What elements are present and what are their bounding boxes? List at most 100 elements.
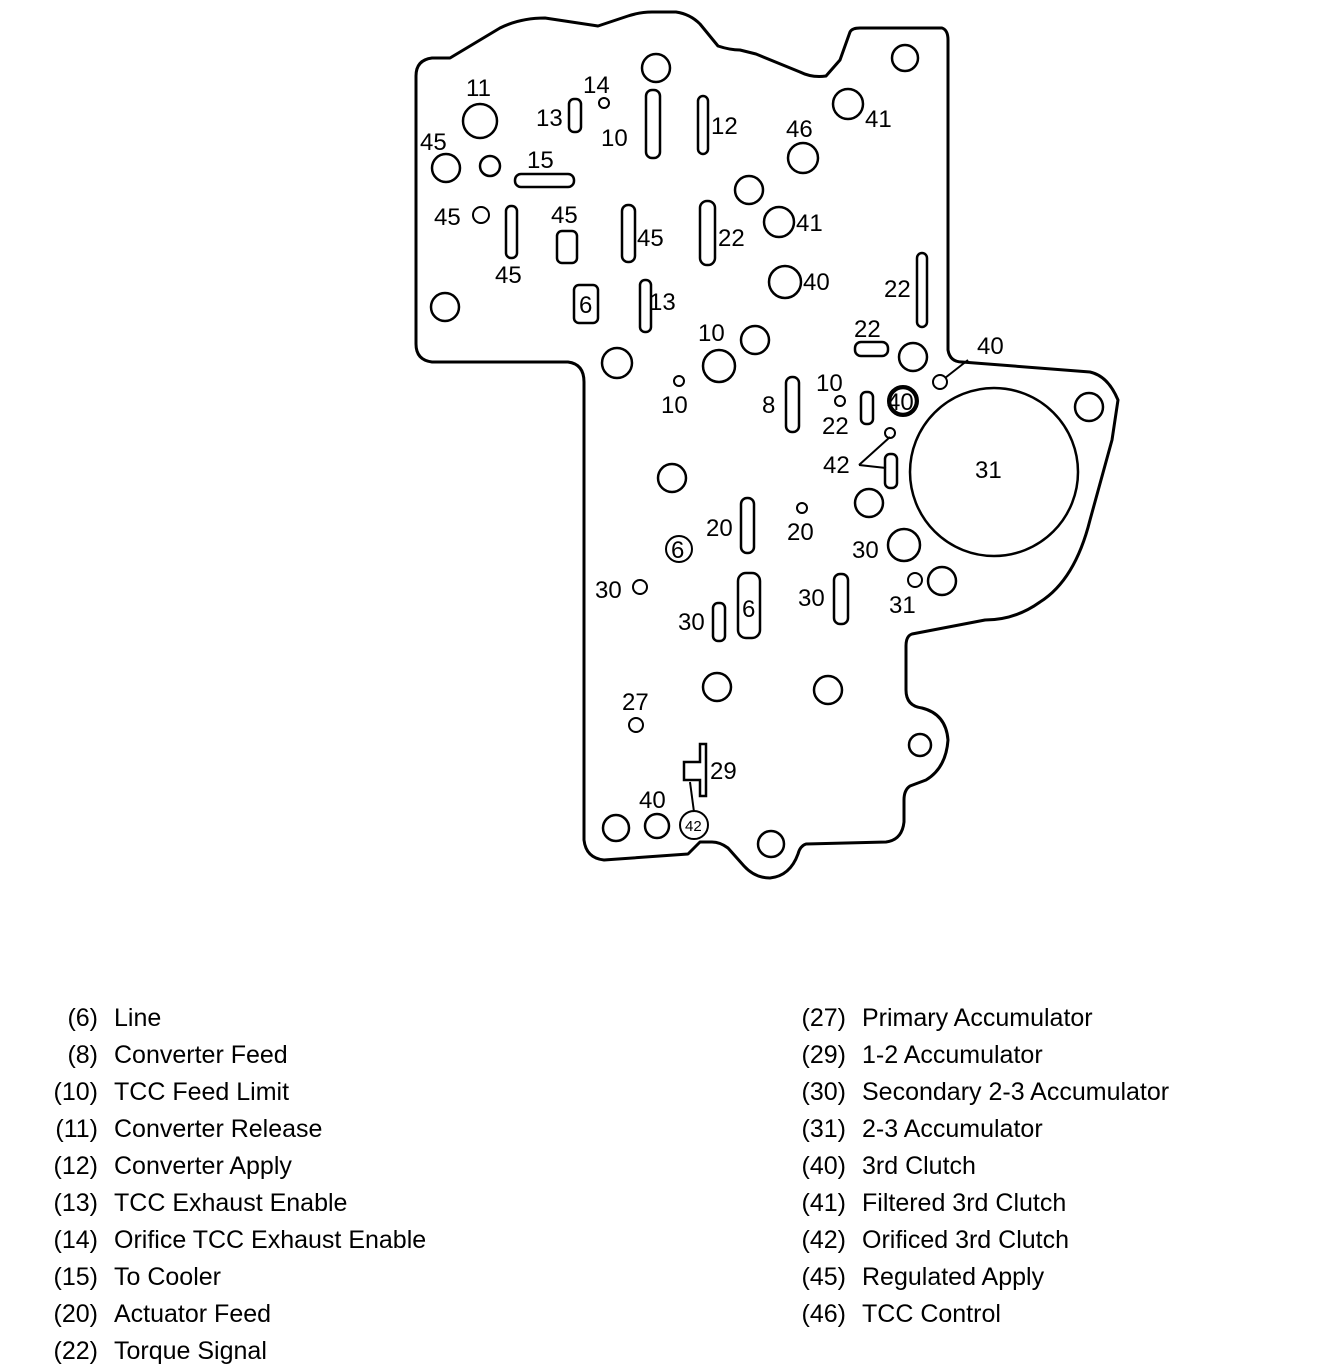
orifice-ring bbox=[887, 385, 919, 417]
slot bbox=[711, 601, 727, 643]
legend-label: Converter Release bbox=[114, 1115, 323, 1143]
slot bbox=[567, 97, 583, 134]
label-20: 20 bbox=[706, 515, 733, 542]
orifice bbox=[598, 97, 610, 109]
label-45: 45 bbox=[420, 129, 447, 156]
slot bbox=[638, 278, 653, 334]
legend-label: Torque Signal bbox=[114, 1337, 267, 1365]
legend-item: (41)Filtered 3rd Clutch bbox=[778, 1185, 1169, 1222]
plate-outline bbox=[414, 10, 1120, 880]
label-6: 6 bbox=[742, 596, 755, 623]
label-40: 40 bbox=[977, 333, 1004, 360]
legend-item: (13)TCC Exhaust Enable bbox=[30, 1185, 426, 1222]
legend-number: (15) bbox=[53, 1263, 98, 1291]
legend-label: Actuator Feed bbox=[114, 1300, 272, 1328]
legend-label: Secondary 2-3 Accumulator bbox=[862, 1078, 1170, 1106]
hole bbox=[897, 341, 929, 373]
slot bbox=[736, 571, 762, 640]
label-22: 22 bbox=[718, 225, 745, 252]
legend-number: (13) bbox=[53, 1189, 98, 1217]
label-46: 46 bbox=[786, 116, 813, 143]
label-40: 40 bbox=[639, 787, 666, 814]
legend-item: (42)Orificed 3rd Clutch bbox=[778, 1222, 1169, 1259]
orifice bbox=[932, 374, 948, 390]
label-12: 12 bbox=[711, 113, 738, 140]
legend-label: Line bbox=[114, 1004, 162, 1032]
legend-number: (45) bbox=[801, 1263, 846, 1291]
hole bbox=[461, 102, 499, 140]
legend-number: (40) bbox=[801, 1152, 846, 1180]
label-10: 10 bbox=[601, 125, 628, 152]
legend-number: (46) bbox=[801, 1300, 846, 1328]
legend-number: (6) bbox=[67, 1004, 98, 1032]
slot bbox=[513, 172, 576, 189]
legend-number: (12) bbox=[53, 1152, 98, 1180]
hole bbox=[812, 674, 844, 706]
slot bbox=[504, 204, 519, 260]
legend-number: (11) bbox=[55, 1115, 98, 1143]
slot bbox=[696, 94, 710, 156]
slot bbox=[883, 452, 899, 490]
label-22: 22 bbox=[854, 316, 881, 343]
legend-label: Primary Accumulator bbox=[862, 1004, 1093, 1032]
label-41: 41 bbox=[865, 106, 892, 133]
label-6: 6 bbox=[579, 292, 592, 319]
slot bbox=[739, 496, 756, 555]
hole bbox=[478, 154, 502, 178]
label-40: 40 bbox=[803, 269, 830, 296]
legend-right-column: (27)Primary Accumulator (29)1-2 Accumula… bbox=[778, 1000, 1170, 1333]
legend-number: (14) bbox=[53, 1226, 98, 1254]
hole bbox=[640, 52, 672, 84]
legend-label: TCC Feed Limit bbox=[114, 1078, 290, 1106]
label-6: 6 bbox=[671, 537, 684, 564]
legend-item: (10)TCC Feed Limit bbox=[30, 1074, 426, 1111]
legend-item: (12)Converter Apply bbox=[30, 1148, 426, 1185]
label-41: 41 bbox=[796, 210, 823, 237]
legend-label: 1-2 Accumulator bbox=[862, 1041, 1043, 1069]
hole bbox=[656, 462, 688, 494]
slot bbox=[572, 283, 600, 325]
legend-item: (31)2-3 Accumulator bbox=[778, 1111, 1169, 1148]
label-42: 42 bbox=[823, 452, 850, 479]
label-11: 11 bbox=[466, 75, 491, 102]
label-45: 45 bbox=[434, 204, 461, 231]
label-10: 10 bbox=[816, 370, 843, 397]
legend-label: TCC Control bbox=[862, 1300, 1001, 1328]
label-15: 15 bbox=[527, 147, 554, 174]
hole bbox=[890, 43, 920, 73]
hole bbox=[429, 291, 461, 323]
label-31: 31 bbox=[889, 592, 916, 619]
label-8: 8 bbox=[762, 392, 775, 419]
legend-item: (15) To Cooler bbox=[30, 1259, 426, 1296]
legend-label: To Cooler bbox=[114, 1263, 221, 1291]
slot bbox=[644, 88, 662, 160]
legend-item: (29)1-2 Accumulator bbox=[778, 1037, 1169, 1074]
part-labels: 11 14 13 10 12 46 41 45 15 45 45 45 45 2… bbox=[420, 72, 1004, 835]
label-45: 45 bbox=[637, 225, 664, 252]
orifice-holes bbox=[472, 97, 948, 840]
hole bbox=[767, 264, 803, 300]
legend-label: 3rd Clutch bbox=[862, 1152, 976, 1180]
orifice bbox=[472, 206, 490, 224]
hole bbox=[926, 565, 958, 597]
legend-item: (30)Secondary 2-3 Accumulator bbox=[778, 1074, 1170, 1111]
label-10: 10 bbox=[698, 320, 725, 347]
orifice bbox=[884, 427, 896, 439]
orifice bbox=[834, 395, 846, 407]
legend-item: (27)Primary Accumulator bbox=[778, 1000, 1169, 1037]
slot bbox=[859, 390, 875, 426]
legend-number: (31) bbox=[801, 1115, 846, 1143]
label-13: 13 bbox=[649, 289, 676, 316]
legend-number: (22) bbox=[53, 1337, 98, 1365]
legend-number: (8) bbox=[67, 1041, 98, 1069]
round-holes bbox=[429, 43, 1105, 859]
hole bbox=[701, 671, 733, 703]
label-22: 22 bbox=[884, 276, 911, 303]
legend-left-column: (6)Line (8)Converter Feed (10)TCC Feed L… bbox=[30, 1000, 427, 1370]
label-10: 10 bbox=[661, 392, 688, 419]
hole bbox=[600, 346, 634, 380]
hole bbox=[762, 205, 796, 239]
slot bbox=[555, 229, 579, 265]
orifice bbox=[907, 572, 923, 588]
legend-label: Orifice TCC Exhaust Enable bbox=[114, 1226, 427, 1254]
